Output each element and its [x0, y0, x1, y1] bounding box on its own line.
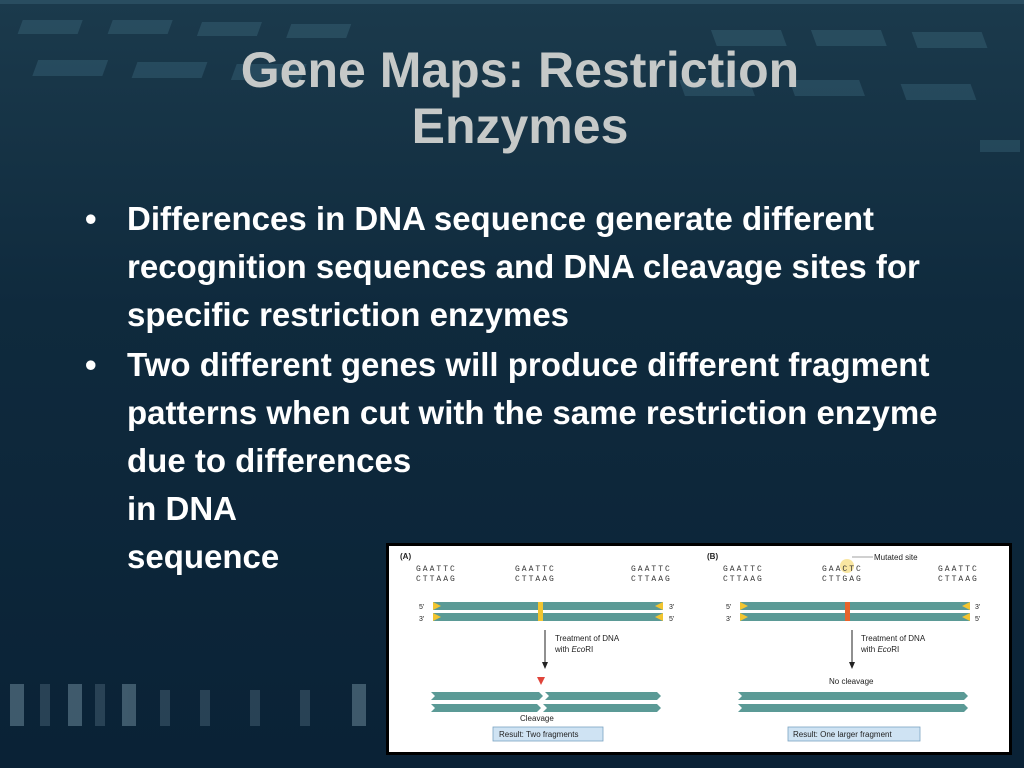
panel-b: (B) Mutated site GAATTC CTTAAG GAACTC CT… [707, 552, 980, 742]
site-sequence-bottom: CTTAAG [416, 575, 457, 584]
site-sequence-top: GAATTC [416, 565, 457, 574]
mutated-sequence-top: GAACTC [822, 565, 863, 574]
strand-end-label: 3' [419, 616, 424, 623]
result-text: Result: Two fragments [499, 730, 578, 739]
recognition-site-marker [538, 602, 543, 621]
strand-end-label: 3' [975, 604, 980, 611]
bullet-item: • Two different genes will produce diffe… [85, 341, 965, 581]
recognition-site-marker [740, 613, 748, 621]
dna-fragment [738, 692, 968, 700]
recognition-site-marker [655, 613, 663, 621]
bullet-icon: • [85, 200, 97, 237]
mutation-highlight [840, 559, 854, 573]
slide-title-line2: Enzymes [411, 98, 629, 154]
bullet-item: • Differences in DNA sequence generate d… [85, 195, 965, 339]
panel-b-label: (B) [707, 552, 718, 561]
site-sequence-top: GAATTC [723, 565, 764, 574]
site-sequence-bottom: CTTAAG [631, 575, 672, 584]
slide-title: Gene Maps: Restriction Enzymes [60, 42, 980, 154]
bullet-text-continued: in DNA [127, 490, 237, 527]
panel-a: (A) GAATTC CTTAAG GAATTC CTTAAG GAATTC C… [400, 552, 674, 742]
bullet-icon: • [85, 346, 97, 383]
dna-strand-bottom [740, 613, 970, 621]
dna-fragment [545, 692, 661, 700]
result-box [787, 726, 921, 742]
strand-end-label: 3' [669, 604, 674, 611]
recognition-site-marker [433, 602, 441, 610]
treatment-text-enzyme: with EcoRI [860, 645, 899, 654]
recognition-site-marker [433, 613, 441, 621]
bullet-list: • Differences in DNA sequence generate d… [85, 195, 965, 583]
mutated-site-marker [845, 602, 850, 621]
slide-title-line1: Gene Maps: Restriction [240, 42, 800, 98]
arrow-head-icon [849, 662, 855, 669]
arrow-head-icon [542, 662, 548, 669]
recognition-site-marker [655, 602, 663, 610]
strand-end-label: 5' [975, 616, 980, 623]
dna-strand-top [433, 602, 663, 610]
no-cleavage-label: No cleavage [829, 677, 874, 686]
result-text: Result: One larger fragment [793, 730, 892, 739]
site-sequence-top: GAATTC [938, 565, 979, 574]
treatment-text: Treatment of DNA [861, 634, 926, 643]
bullet-text-continued: sequence [127, 538, 280, 575]
dna-fragment [431, 692, 543, 700]
dna-strand-top [740, 602, 970, 610]
strand-end-label: 5' [419, 604, 424, 611]
figure-diagram: (A) GAATTC CTTAAG GAATTC CTTAAG GAATTC C… [400, 552, 980, 742]
strand-end-label: 5' [669, 616, 674, 623]
bullet-text: Two different genes will produce differe… [127, 346, 938, 479]
cleavage-label: Cleavage [520, 714, 554, 723]
dna-strand-bottom [433, 613, 663, 621]
site-sequence-bottom: CTTAAG [515, 575, 556, 584]
treatment-text-enzyme: with EcoRI [554, 645, 593, 654]
mutated-sequence-bottom: CTTGAG [822, 575, 863, 584]
recognition-site-marker [962, 613, 970, 621]
site-sequence-top: GAATTC [515, 565, 556, 574]
panel-a-label: (A) [400, 552, 411, 561]
dna-fragment [543, 704, 661, 712]
recognition-site-marker [740, 602, 748, 610]
recognition-site-marker [962, 602, 970, 610]
restriction-enzyme-figure: (A) GAATTC CTTAAG GAATTC CTTAAG GAATTC C… [386, 543, 1012, 755]
site-sequence-top: GAATTC [631, 565, 672, 574]
dna-fragment [431, 704, 541, 712]
site-sequence-bottom: CTTAAG [938, 575, 979, 584]
treatment-text: Treatment of DNA [555, 634, 620, 643]
bullet-text: Differences in DNA sequence generate dif… [127, 200, 920, 333]
strand-end-label: 5' [726, 604, 731, 611]
dna-fragment [738, 704, 968, 712]
strand-end-label: 3' [726, 616, 731, 623]
mutated-site-label: Mutated site [874, 553, 918, 562]
site-sequence-bottom: CTTAAG [723, 575, 764, 584]
result-box [492, 726, 604, 742]
cut-arrow-icon [537, 677, 545, 685]
